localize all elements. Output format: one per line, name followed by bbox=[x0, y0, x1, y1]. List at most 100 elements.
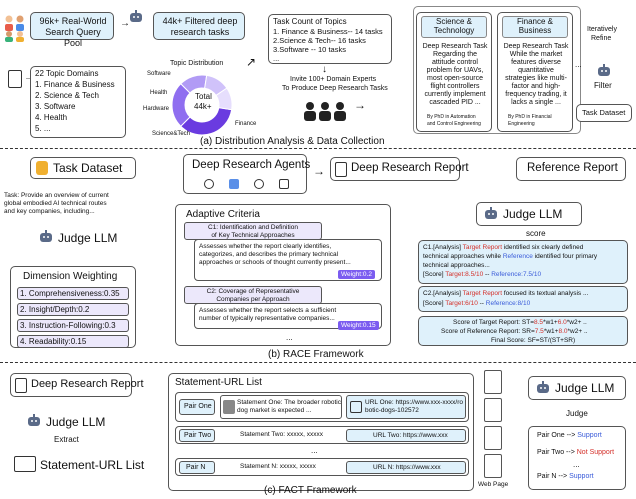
su-list-title: Statement-URL List bbox=[40, 458, 145, 472]
fin-by: Engineering bbox=[508, 121, 535, 127]
sci-task-line: problem for UAVs, bbox=[426, 67, 484, 74]
analysis-text: [Score] Target:8.5/10 -- Reference:7.5/1… bbox=[423, 271, 542, 278]
pair-one-row: Pair One Statement One: The broader robo… bbox=[175, 392, 469, 422]
ellipsis-text: ... bbox=[573, 460, 580, 469]
extract-label: Extract bbox=[54, 435, 79, 444]
robot-icon bbox=[596, 64, 612, 78]
fin-title: Finance & bbox=[516, 17, 554, 26]
dimension-item: 1. Comprehensiveness:0.35 bbox=[17, 287, 129, 300]
judge-llm-box: Judge LLM bbox=[528, 376, 626, 400]
result-row: Pair Two --> Not Support bbox=[537, 449, 615, 456]
ref-report-box: Reference Report bbox=[516, 157, 626, 181]
c1-weight: Weight:0.2 bbox=[338, 270, 375, 279]
fin-title-bg bbox=[502, 16, 568, 38]
adaptive-title: Adaptive Criteria bbox=[186, 209, 260, 220]
c2-weight: Weight:0.15 bbox=[338, 321, 379, 330]
sci-task-line: Regarding the bbox=[433, 51, 477, 58]
domains-box: 22 Topic Domains 1. Finance & Business 2… bbox=[30, 66, 126, 138]
filtered-text: 44k+ Filtered deep research tasks bbox=[162, 16, 238, 37]
experts-icon bbox=[300, 100, 350, 128]
agents-box: Deep Research Agents bbox=[183, 154, 310, 194]
document-icon bbox=[335, 162, 347, 177]
dimension-title: Dimension Weighting bbox=[23, 271, 118, 282]
domains-title: 22 Topic Domains bbox=[35, 69, 99, 78]
final-score-text: Score of Reference Report: SR=7.5*w1+8.0… bbox=[441, 328, 588, 335]
arrow-icon: → bbox=[354, 98, 366, 112]
task-dataset-text: Task Dataset bbox=[582, 108, 626, 117]
result-box: Pair One --> Support Pair Two --> Not Su… bbox=[528, 426, 626, 490]
pair-label: Pair One bbox=[179, 399, 215, 415]
sci-title: Technology bbox=[433, 26, 475, 35]
ellipsis-text: ... bbox=[575, 60, 582, 69]
donut-center-total: Total bbox=[195, 92, 212, 101]
judge-label: Judge bbox=[566, 409, 588, 418]
filter-text: Filter bbox=[594, 81, 612, 90]
url-text: URL One: https://www.xxx-xxxx/robotic-do… bbox=[365, 399, 464, 414]
c2-title-box: C2: Coverage of Representative Companies… bbox=[184, 286, 322, 304]
dr-report-box: Deep Research Report bbox=[10, 373, 144, 397]
sci-by: and Control Engineering bbox=[427, 121, 481, 127]
statement-text: Statement N: xxxxx, xxxxx bbox=[240, 463, 316, 470]
donut-label-hardware: Hardware bbox=[143, 106, 170, 112]
domain-item: 3. Software bbox=[35, 102, 76, 111]
analysis-text: [Score] Target:6/10 -- Reference:8/10 bbox=[423, 300, 531, 307]
task-text: Task: Provide an overview of current bbox=[4, 192, 109, 199]
ref-report-title: Reference Report bbox=[527, 162, 618, 174]
sci-title-bg bbox=[421, 16, 487, 38]
statement-text: Statement Two: xxxxx, xxxxx bbox=[240, 431, 323, 438]
robot-icon bbox=[535, 381, 551, 395]
su-list-box: Statement-URL List Pair One Statement On… bbox=[168, 373, 474, 491]
perplexity-icon bbox=[254, 179, 264, 189]
domain-item: 2. Science & Tech bbox=[35, 91, 99, 100]
dimension-box: Dimension Weighting 1. Comprehensiveness… bbox=[10, 266, 136, 348]
c1-title: C1: Identification and Definition bbox=[208, 224, 298, 231]
analysis-text: C2.[Analysis] Target Report focused its … bbox=[423, 290, 589, 297]
statement-box: Statement One: The broader robotic dog m… bbox=[220, 395, 342, 419]
judge-llm-title: Judge LLM bbox=[503, 207, 563, 221]
dr-report-title: Deep Research Report bbox=[31, 378, 144, 390]
analysis-text: C1.[Analysis] Target Report identified s… bbox=[423, 244, 584, 251]
sci-task-line: Deep Research Task bbox=[422, 43, 488, 50]
pair-two-row: Pair Two Statement Two: xxxxx, xxxxx URL… bbox=[175, 426, 469, 444]
c2-text: Assesses whether the report selects a su… bbox=[199, 307, 337, 314]
donut-label-scitech: Science&Tech bbox=[152, 131, 191, 137]
analysis-text: technical approaches... bbox=[423, 262, 490, 269]
filtered-box: 44k+ Filtered deep research tasks bbox=[153, 12, 245, 40]
task-count-item: ... bbox=[273, 54, 280, 63]
result-row: Pair One --> Support bbox=[537, 432, 602, 439]
analysis-text: technical approaches while Reference ide… bbox=[423, 253, 598, 260]
webpage-label: Web Page bbox=[478, 481, 509, 488]
result-row: Pair N --> Support bbox=[537, 473, 594, 480]
iterative-text: Refine bbox=[591, 35, 612, 42]
ellipsis-text: ... bbox=[286, 333, 293, 342]
statement-text: Statement One: The broader robotic dog m… bbox=[237, 399, 341, 414]
pair-label: Pair N bbox=[179, 461, 215, 474]
topic-dist-title: Topic Distribution bbox=[170, 60, 224, 67]
url-box: URL Two: https://www.xxx bbox=[346, 429, 466, 442]
judge-llm-title: Judge LLM bbox=[58, 231, 118, 245]
robot-icon bbox=[483, 207, 499, 221]
invite-text: Invite 100+ Domain Experts bbox=[290, 76, 377, 83]
fin-task-line: features diverse bbox=[511, 59, 561, 66]
sci-task-line: flight controllers bbox=[430, 83, 480, 90]
c1-title-box: C1: Identification and Definition of Key… bbox=[184, 222, 322, 240]
section-a-caption: (a) Distribution Analysis & Data Collect… bbox=[200, 136, 385, 147]
arrow-icon: → bbox=[120, 18, 130, 29]
url-box: URL One: https://www.xxx-xxxx/robotic-do… bbox=[346, 395, 466, 419]
arrow-icon: → bbox=[24, 72, 34, 83]
section-a: 96k+ Real-World Search Query Pool → 44k+… bbox=[0, 0, 636, 150]
domain-item: 1. Finance & Business bbox=[35, 80, 115, 89]
section-b-caption: (b) RACE Framework bbox=[268, 349, 364, 360]
final-score-text: Final Score: SF=ST/(ST+SR) bbox=[491, 337, 576, 344]
divider bbox=[0, 148, 636, 149]
fin-task-line: quantitative bbox=[518, 67, 554, 74]
pair-label: Pair Two bbox=[179, 429, 215, 442]
task-count-box: Task Count of Topics 1. Finance & Busine… bbox=[268, 14, 392, 64]
domain-item: 5. ... bbox=[35, 124, 51, 133]
final-score-text: Score of Target Report: ST=8.5*w1+6.0*w2… bbox=[453, 319, 587, 326]
pair-n-row: Pair N Statement N: xxxxx, xxxxx URL N: … bbox=[175, 458, 469, 476]
robot-dog-icon bbox=[223, 400, 235, 414]
section-b: Task Dataset Task: Provide an overview o… bbox=[0, 150, 636, 360]
c2-title: Companies per Approach bbox=[216, 296, 290, 303]
document-icon bbox=[15, 378, 27, 393]
